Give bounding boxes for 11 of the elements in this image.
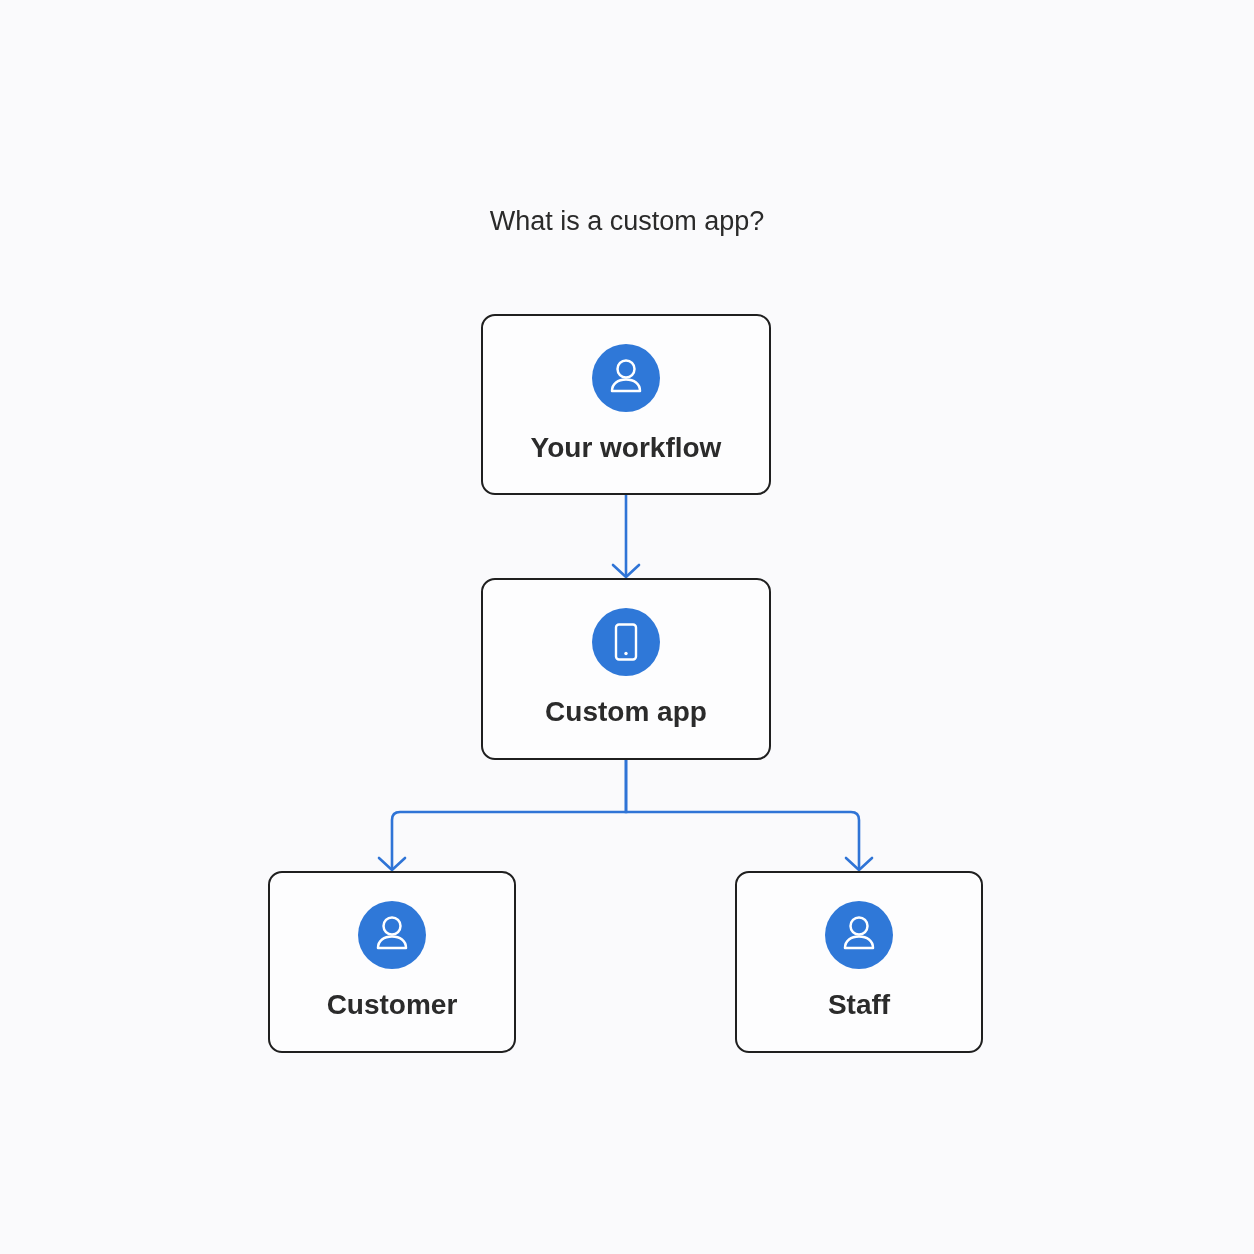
node-card bbox=[481, 314, 771, 495]
diagram-title: What is a custom app? bbox=[489, 205, 765, 238]
node-card bbox=[735, 871, 983, 1053]
node-label: Custom app bbox=[544, 695, 708, 729]
node-label: Staff bbox=[826, 988, 892, 1022]
arrow bbox=[624, 760, 874, 872]
arrow bbox=[611, 495, 641, 579]
node-card bbox=[268, 871, 516, 1053]
node-card bbox=[481, 578, 771, 760]
node-label: Customer bbox=[325, 988, 459, 1022]
node-label: Your workflow bbox=[529, 431, 723, 465]
